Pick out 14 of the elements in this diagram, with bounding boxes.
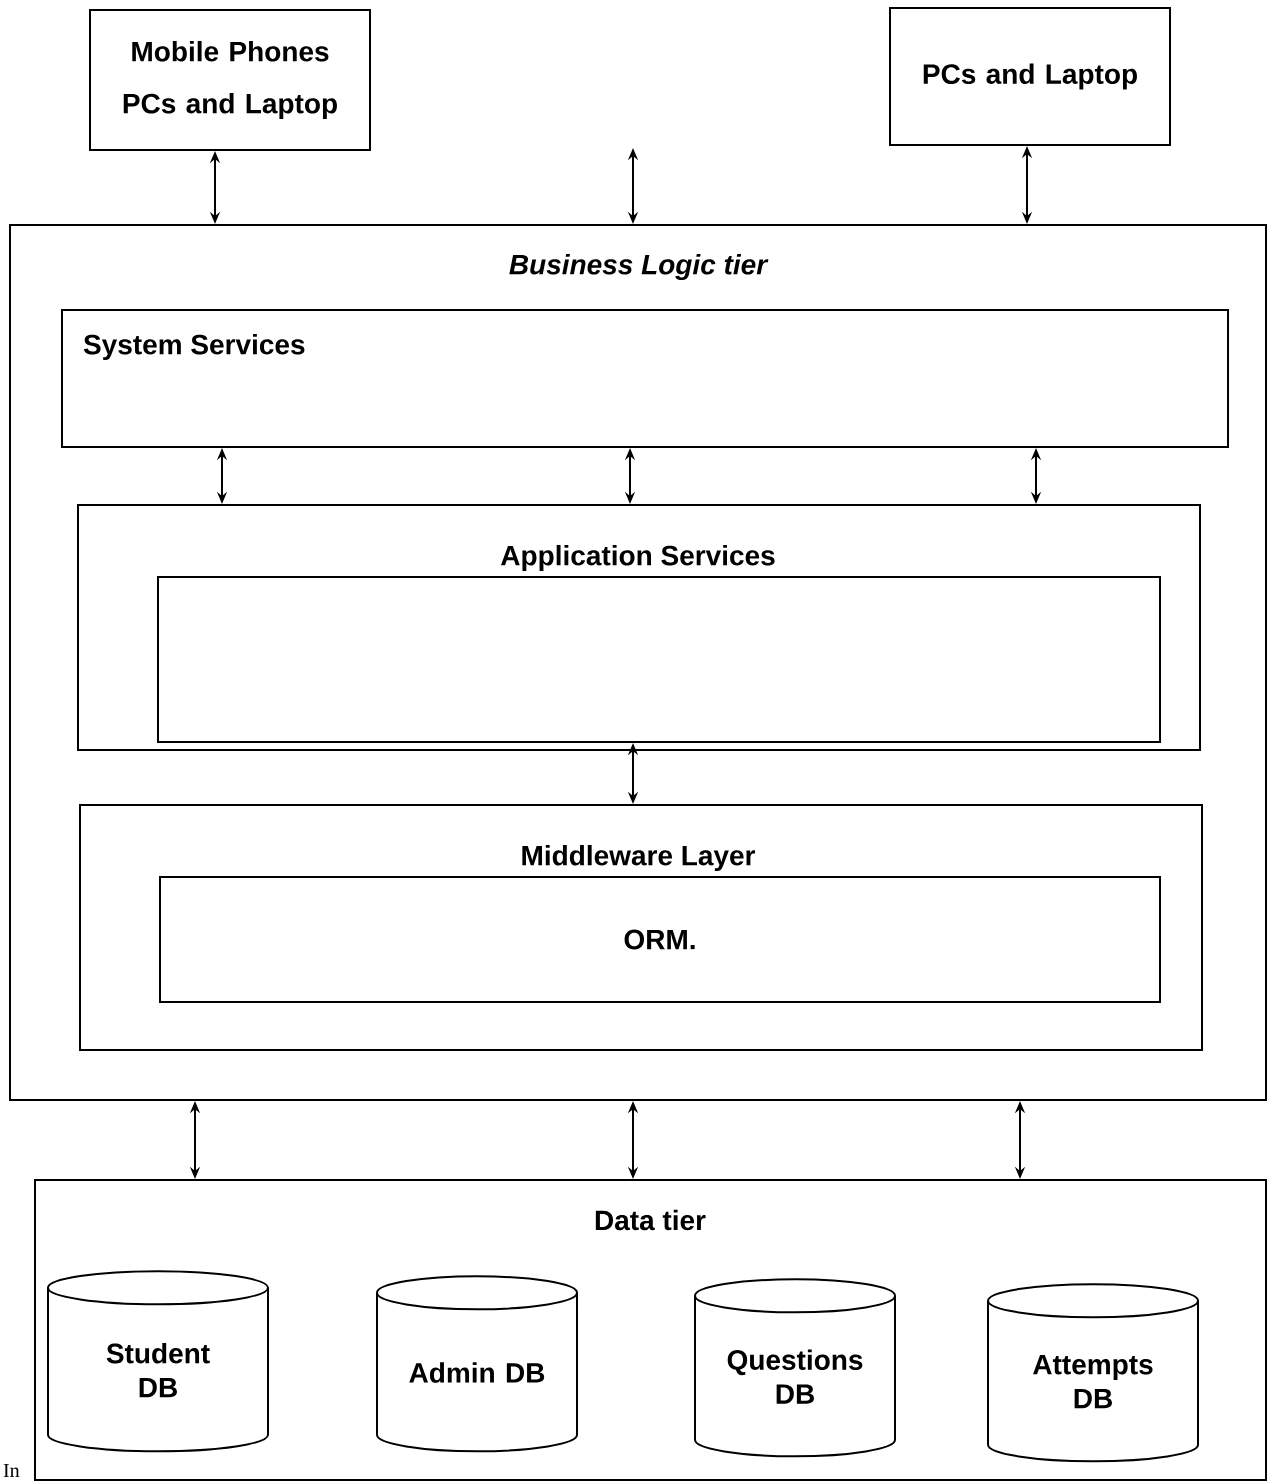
box-title: Data tier: [595, 1209, 706, 1231]
device-box: PCs and Laptop: [889, 7, 1171, 146]
database-cylinder: Attempts DB: [987, 1283, 1199, 1463]
text-fragment: In: [3, 1463, 20, 1477]
database-cylinder: Admin DB: [376, 1275, 578, 1453]
device-box: Mobile Phones PCs and Laptop: [89, 9, 371, 151]
box-title: Application Services: [501, 544, 775, 572]
database-cylinder: Student DB: [47, 1270, 269, 1453]
inner-box: ORM.: [159, 876, 1161, 1003]
box-title: Business Logic tier: [509, 253, 769, 281]
box-title: Middleware Layer: [522, 844, 756, 872]
database-cylinder: Questions DB: [694, 1278, 896, 1458]
box-title: System Services: [83, 333, 305, 361]
inner-box: [157, 576, 1161, 743]
